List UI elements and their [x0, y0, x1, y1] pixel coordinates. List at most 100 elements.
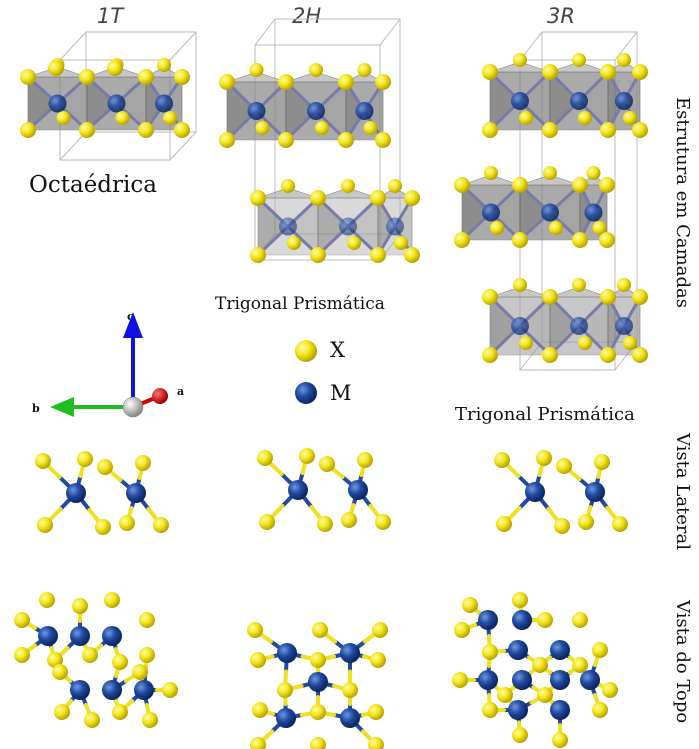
unit-cell-edge	[59, 31, 87, 61]
x-atom	[388, 179, 402, 193]
x-atom	[572, 53, 586, 67]
x-atom	[542, 64, 558, 80]
x-atom	[512, 177, 528, 193]
x-atom	[157, 58, 171, 72]
axis-origin-atom	[122, 396, 144, 418]
x-atom	[556, 458, 572, 474]
x-atom	[632, 347, 648, 363]
x-atom	[347, 236, 361, 250]
x-atom	[77, 451, 93, 467]
x-atom	[623, 336, 637, 350]
x-atom	[281, 179, 295, 193]
x-atom	[299, 448, 315, 464]
m-atom	[340, 643, 360, 663]
x-atom	[115, 111, 130, 125]
panel-title-2h: 2H	[292, 4, 322, 28]
m-atom	[386, 217, 404, 236]
x-atom	[513, 53, 527, 67]
x-atom	[512, 232, 528, 248]
x-atom	[250, 652, 266, 668]
x-atom	[47, 652, 63, 668]
m-atom	[134, 680, 154, 700]
x-atom	[139, 612, 155, 628]
m-atom	[525, 482, 545, 502]
x-atom	[20, 69, 36, 85]
x-atom	[497, 687, 513, 703]
x-atom	[543, 166, 557, 180]
unit-cell-edge	[254, 18, 276, 46]
x-atom	[257, 450, 273, 466]
x-atom	[542, 289, 558, 305]
m-atom	[541, 203, 559, 222]
m-atom	[511, 317, 529, 335]
unit-cell-edge	[379, 18, 401, 46]
unit-cell-edge	[169, 131, 197, 161]
x-atom	[139, 647, 155, 663]
x-atom	[632, 289, 648, 305]
x-atom	[454, 177, 470, 193]
x-atom	[163, 111, 177, 125]
x-atom	[572, 612, 588, 628]
x-atom	[552, 732, 568, 748]
m-atom	[308, 672, 328, 692]
axes-indicator	[50, 312, 168, 418]
x-atom	[513, 278, 527, 292]
m-atom	[279, 217, 297, 236]
x-atom	[14, 647, 30, 663]
x-atom	[404, 247, 420, 263]
m-atom	[348, 480, 368, 500]
x-atom	[319, 456, 335, 472]
legend-m-label: M	[330, 381, 352, 405]
unit-cell-edge	[169, 31, 197, 61]
x-atom	[578, 514, 594, 530]
x-atom	[394, 236, 408, 250]
x-atom	[572, 232, 588, 248]
x-atom	[310, 704, 326, 720]
x-atom	[135, 455, 151, 471]
x-atom	[315, 121, 329, 135]
x-atom	[484, 166, 498, 180]
x-atom	[79, 122, 95, 138]
x-atom	[250, 247, 266, 263]
m-atom	[247, 102, 266, 120]
m-atom	[512, 670, 532, 690]
x-atom	[341, 179, 355, 193]
x-atom	[95, 519, 111, 535]
x-atom	[278, 132, 294, 148]
m-atom	[580, 670, 600, 690]
x-atom	[35, 453, 51, 469]
x-atom	[37, 517, 53, 533]
m-atom	[615, 92, 633, 110]
x-atom	[162, 682, 178, 698]
x-atom	[259, 514, 275, 530]
x-atom	[357, 452, 373, 468]
x-atom	[542, 122, 558, 138]
side-label-side-view: Vista Lateral	[672, 433, 693, 551]
x-atom	[142, 712, 158, 728]
x-atom	[512, 592, 528, 608]
x-atom	[219, 74, 235, 90]
x-atom	[482, 122, 498, 138]
x-atom	[368, 704, 384, 720]
m-atom	[478, 670, 498, 690]
x-atom	[372, 622, 388, 638]
m-atom	[70, 680, 90, 700]
x-atom	[375, 132, 391, 148]
caption-trigonal-prismatic-2h: Trigonal Prismática	[215, 294, 385, 314]
x-atom	[586, 166, 601, 180]
x-atom	[338, 132, 354, 148]
x-atom	[600, 289, 616, 305]
x-atom	[250, 190, 266, 206]
x-atom	[363, 121, 378, 135]
x-atom	[112, 654, 128, 670]
legend-x-label: X	[330, 338, 345, 362]
x-atom	[56, 111, 71, 125]
x-atom	[482, 644, 498, 660]
m-atom	[512, 610, 532, 630]
x-atom	[338, 74, 354, 90]
x-atom	[578, 336, 592, 350]
x-atom	[52, 664, 68, 680]
x-atom	[250, 737, 266, 749]
x-atom	[602, 682, 618, 698]
